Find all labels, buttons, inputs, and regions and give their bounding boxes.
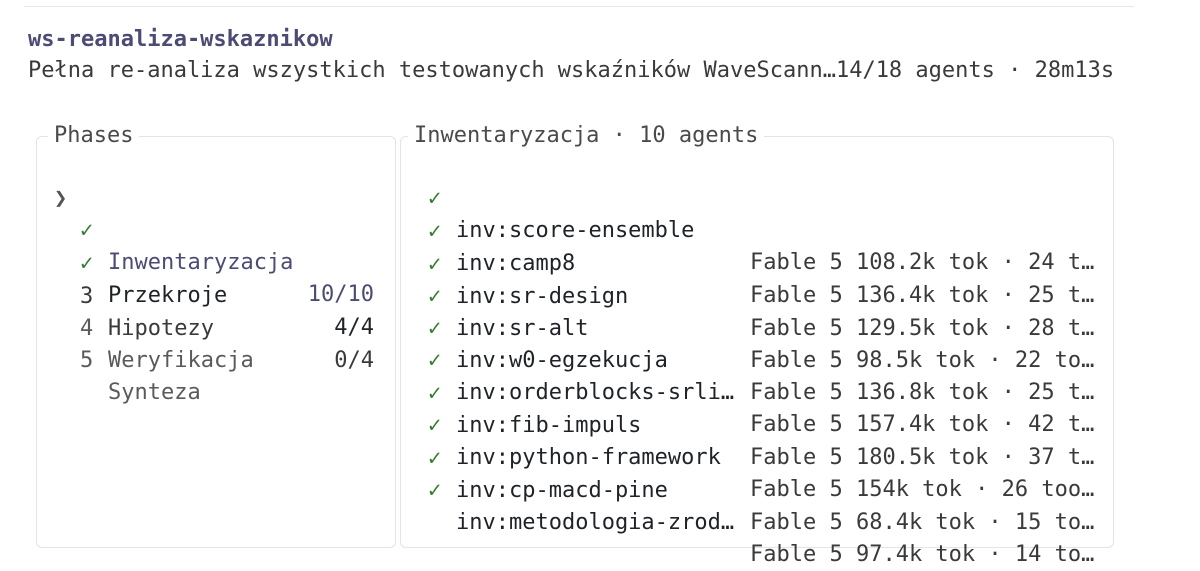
phase-count: 4/4 [334, 315, 374, 340]
agent-meta: Fable 5 98.5k tok · 22 to… [750, 348, 1095, 373]
agent-meta: Fable 5 154k tok · 26 too… [750, 477, 1095, 502]
agent-row[interactable]: ✓ inv:cp-macd-pine Fable 5 68.4k tok · 1… [428, 411, 1108, 535]
agents-panel-title: Inwentaryzacja · 10 agents [408, 121, 765, 151]
workflow-title: ws-reanaliza-wskaznikow [28, 27, 333, 52]
check-icon: ✓ [428, 381, 442, 406]
check-icon: ✓ [428, 252, 442, 277]
phase-item-hipotezy[interactable]: 3 Hipotezy 0/4 [54, 217, 384, 373]
agent-name: inv:camp8 [456, 251, 576, 276]
check-icon: ✓ [428, 186, 442, 211]
phase-count: 0/4 [334, 348, 374, 373]
agent-meta: Fable 5 136.4k tok · 25 t… [750, 283, 1095, 308]
phase-label: Hipotezy [108, 316, 214, 341]
agent-name: inv:w0-egzekucja [456, 348, 668, 373]
check-icon: ✓ [428, 446, 442, 471]
workflow-header: ws-reanaliza-wskaznikow Pełna re-analiza… [28, 26, 1114, 86]
top-divider [24, 6, 1134, 7]
phase-number: 3 [80, 284, 94, 309]
agent-row[interactable]: ✓ inv:camp8 Fable 5 136.4k tok · 25 t… [428, 184, 1108, 308]
agent-meta: Fable 5 108.2k tok · 24 t… [750, 250, 1095, 275]
phase-item-synteza[interactable]: 5 Synteza [54, 281, 384, 405]
agent-name: inv:orderblocks-srli… [456, 380, 735, 405]
selection-pointer-icon: ❯ [54, 186, 68, 211]
agent-name: inv:score-ensemble [456, 218, 695, 243]
check-icon: ✓ [428, 478, 442, 503]
agent-meta: Fable 5 68.4k tok · 15 to… [750, 510, 1095, 535]
agent-row[interactable]: ✓ inv:fib-impuls Fable 5 180.5k tok · 37… [428, 346, 1108, 470]
phases-panel-title: Phases [48, 121, 140, 151]
workflow-summary: Pełna re-analiza wszystkich testowanych … [28, 58, 1115, 83]
agent-row[interactable]: ✓ inv:w0-egzekucja Fable 5 136.8k tok · … [428, 281, 1108, 405]
agent-meta: Fable 5 129.5k tok · 28 t… [750, 316, 1095, 341]
agent-row[interactable]: ✓ inv:score-ensemble Fable 5 108.2k tok … [428, 151, 1108, 275]
agent-row[interactable]: ✓ inv:sr-alt Fable 5 98.5k tok · 22 to… [428, 249, 1108, 373]
agent-row[interactable]: ✓ inv:sr-design Fable 5 129.5k tok · 28 … [428, 217, 1108, 341]
check-icon: ✓ [428, 219, 442, 244]
check-icon: ✓ [428, 348, 442, 373]
agent-row[interactable]: ✓ inv:metodologia-zrod… Fable 5 97.4k to… [428, 443, 1108, 567]
agent-meta: Fable 5 97.4k tok · 14 to… [750, 542, 1095, 567]
phase-item-przekroje[interactable]: ✓ Przekroje 4/4 [54, 184, 384, 340]
agent-name: inv:metodologia-zrod… [456, 510, 735, 535]
phase-label: Weryfikacja [108, 348, 254, 373]
agent-name: inv:python-framework [456, 445, 721, 470]
phase-label: Przekroje [108, 283, 228, 308]
agent-name: inv:fib-impuls [456, 413, 642, 438]
phase-number: 5 [80, 348, 94, 373]
phase-label: Synteza [108, 380, 201, 405]
phase-label: Inwentaryzacja [108, 250, 294, 275]
check-icon: ✓ [80, 218, 94, 243]
phase-number: 4 [80, 316, 94, 341]
check-icon: ✓ [428, 413, 442, 438]
agent-meta: Fable 5 136.8k tok · 25 t… [750, 380, 1095, 405]
agent-row[interactable]: ✓ inv:orderblocks-srli… Fable 5 157.4k t… [428, 313, 1108, 437]
check-icon: ✓ [428, 316, 442, 341]
check-icon: ✓ [428, 284, 442, 309]
phase-count: 10/10 [307, 282, 374, 307]
check-icon: ✓ [80, 251, 94, 276]
agent-name: inv:sr-design [456, 284, 629, 309]
agent-meta: Fable 5 180.5k tok · 37 t… [750, 445, 1095, 470]
agent-row[interactable]: ✓ inv:python-framework Fable 5 154k tok … [428, 378, 1108, 502]
phase-item-weryfikacja[interactable]: 4 Weryfikacja [54, 249, 384, 373]
agent-meta: Fable 5 157.4k tok · 42 t… [750, 412, 1095, 437]
agent-name: inv:sr-alt [456, 316, 589, 341]
agent-name: inv:cp-macd-pine [456, 478, 668, 503]
phase-item-inwentaryzacja[interactable]: ❯ ✓ Inwentaryzacja 10/10 [54, 151, 384, 307]
